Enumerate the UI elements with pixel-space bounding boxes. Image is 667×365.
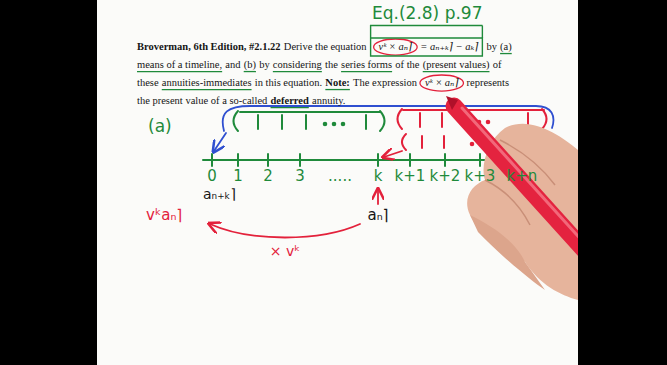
tick-mark — [267, 154, 269, 166]
part-label: (a) — [148, 117, 172, 137]
underline-mark — [341, 71, 392, 72]
problem-text: Note: — [325, 77, 350, 89]
problem-text: vᵏ × aₙ⌉ — [425, 77, 459, 89]
problem-text: (b) — [244, 59, 256, 71]
underline-mark — [137, 71, 222, 72]
tick-mark — [299, 154, 301, 166]
tick-mark — [444, 154, 446, 166]
bracket-dot — [324, 123, 327, 126]
problem-text: by — [259, 59, 270, 71]
hand-with-marker — [446, 96, 595, 300]
underline-mark — [500, 53, 512, 54]
equation-box — [482, 26, 483, 38]
problem-text: of — [493, 59, 502, 71]
bracket-dot — [333, 123, 336, 126]
red-arrow — [384, 151, 402, 157]
blue-arrow — [214, 133, 226, 151]
underline-mark — [423, 71, 490, 72]
problem-text: represents — [466, 77, 509, 89]
problem-text: Broverman, 6th Edition, #2.1.22 — [137, 41, 281, 53]
tick-label: k+2 — [430, 168, 461, 185]
tick-label: k — [374, 168, 383, 185]
underline-mark — [271, 107, 309, 108]
bracket-dot — [471, 143, 474, 146]
problem-text: and — [225, 59, 240, 71]
payment-bar — [421, 136, 423, 148]
problem-text: The expression — [353, 77, 417, 89]
marker-body — [454, 106, 595, 262]
payment-bar — [305, 115, 307, 129]
annuity-label: aₙ₊ₖ⌉ — [203, 186, 236, 202]
payment-bar — [365, 115, 367, 129]
problem-text: the — [325, 59, 338, 71]
underline-mark — [325, 89, 350, 90]
payment-bar — [441, 113, 443, 127]
problem-text: these — [137, 77, 159, 89]
problem-text: vᵏ × aₙ⌉ — [379, 41, 413, 53]
tick-label: k+3 — [465, 168, 496, 185]
green-payment-bracket — [234, 111, 385, 131]
tick-mark — [237, 154, 239, 166]
problem-text: = aₙ₊ₖ⌉ − aₖ⌉ — [420, 41, 478, 53]
equation-box — [371, 26, 483, 38]
tick-label: ..... — [328, 168, 352, 185]
problem-text: Derive the equation — [284, 41, 367, 53]
tick-label: 1 — [233, 168, 243, 185]
tick-label: 3 — [295, 168, 305, 185]
problem-text: of the — [395, 59, 419, 71]
underline-mark — [273, 71, 322, 72]
letterbox — [0, 0, 97, 365]
equation-box — [371, 38, 483, 56]
circled-mark — [374, 39, 418, 55]
problem-text: in this equation. — [255, 77, 322, 89]
thumb — [470, 215, 545, 290]
timeline-ticks — [212, 154, 522, 166]
bracket-top — [240, 111, 380, 113]
equation-reference: Eq.(2.8) p.97 — [372, 4, 482, 24]
underline-mark — [162, 89, 252, 90]
problem-text: considering — [273, 59, 322, 71]
bracket-paren — [402, 134, 406, 150]
marker-tip — [446, 96, 458, 110]
problem-text: (present values) — [423, 59, 490, 71]
problem-text: series forms — [341, 59, 392, 71]
tick-label: k+n — [507, 168, 538, 185]
tick-mark — [377, 154, 379, 166]
circled-mark — [420, 75, 464, 91]
payment-bar — [443, 136, 445, 148]
annuity-label: aₙ⌉ — [367, 207, 388, 224]
payment-bar — [281, 115, 283, 129]
payment-bar — [419, 113, 421, 127]
problem-text: the present value of a so-called — [137, 95, 267, 107]
discount-factor-label: × vᵏ — [270, 243, 300, 259]
bracket-paren — [234, 111, 239, 131]
underline-mark — [244, 71, 256, 72]
bracket-paren — [380, 111, 385, 131]
payment-bar — [257, 115, 259, 129]
tick-mark — [211, 154, 213, 166]
tick-label: k+1 — [395, 168, 426, 185]
tick-label: 0 — [207, 168, 217, 185]
tick-mark — [479, 154, 481, 166]
problem-text: annuity. — [312, 95, 345, 107]
letterbox — [578, 0, 667, 365]
blue-enclosure — [223, 106, 554, 131]
problem-text: (a) — [500, 41, 512, 53]
problem-text: deferred — [271, 95, 309, 107]
discount-arrow — [210, 224, 360, 238]
bracket-dot — [487, 121, 490, 124]
tick-label: 2 — [263, 168, 273, 185]
bracket-dot — [342, 123, 345, 126]
problem-text: means of a timeline, — [137, 59, 222, 71]
bracket-paren — [542, 109, 547, 129]
bracket-paren — [398, 109, 403, 129]
red-arrow — [377, 190, 379, 204]
tick-mark — [409, 154, 411, 166]
problem-text: annuities-immediates — [162, 77, 252, 89]
problem-text: by — [486, 41, 497, 53]
deferred-annuity-label: vᵏaₙ⌉ — [146, 207, 182, 224]
bracket-top — [403, 109, 544, 111]
